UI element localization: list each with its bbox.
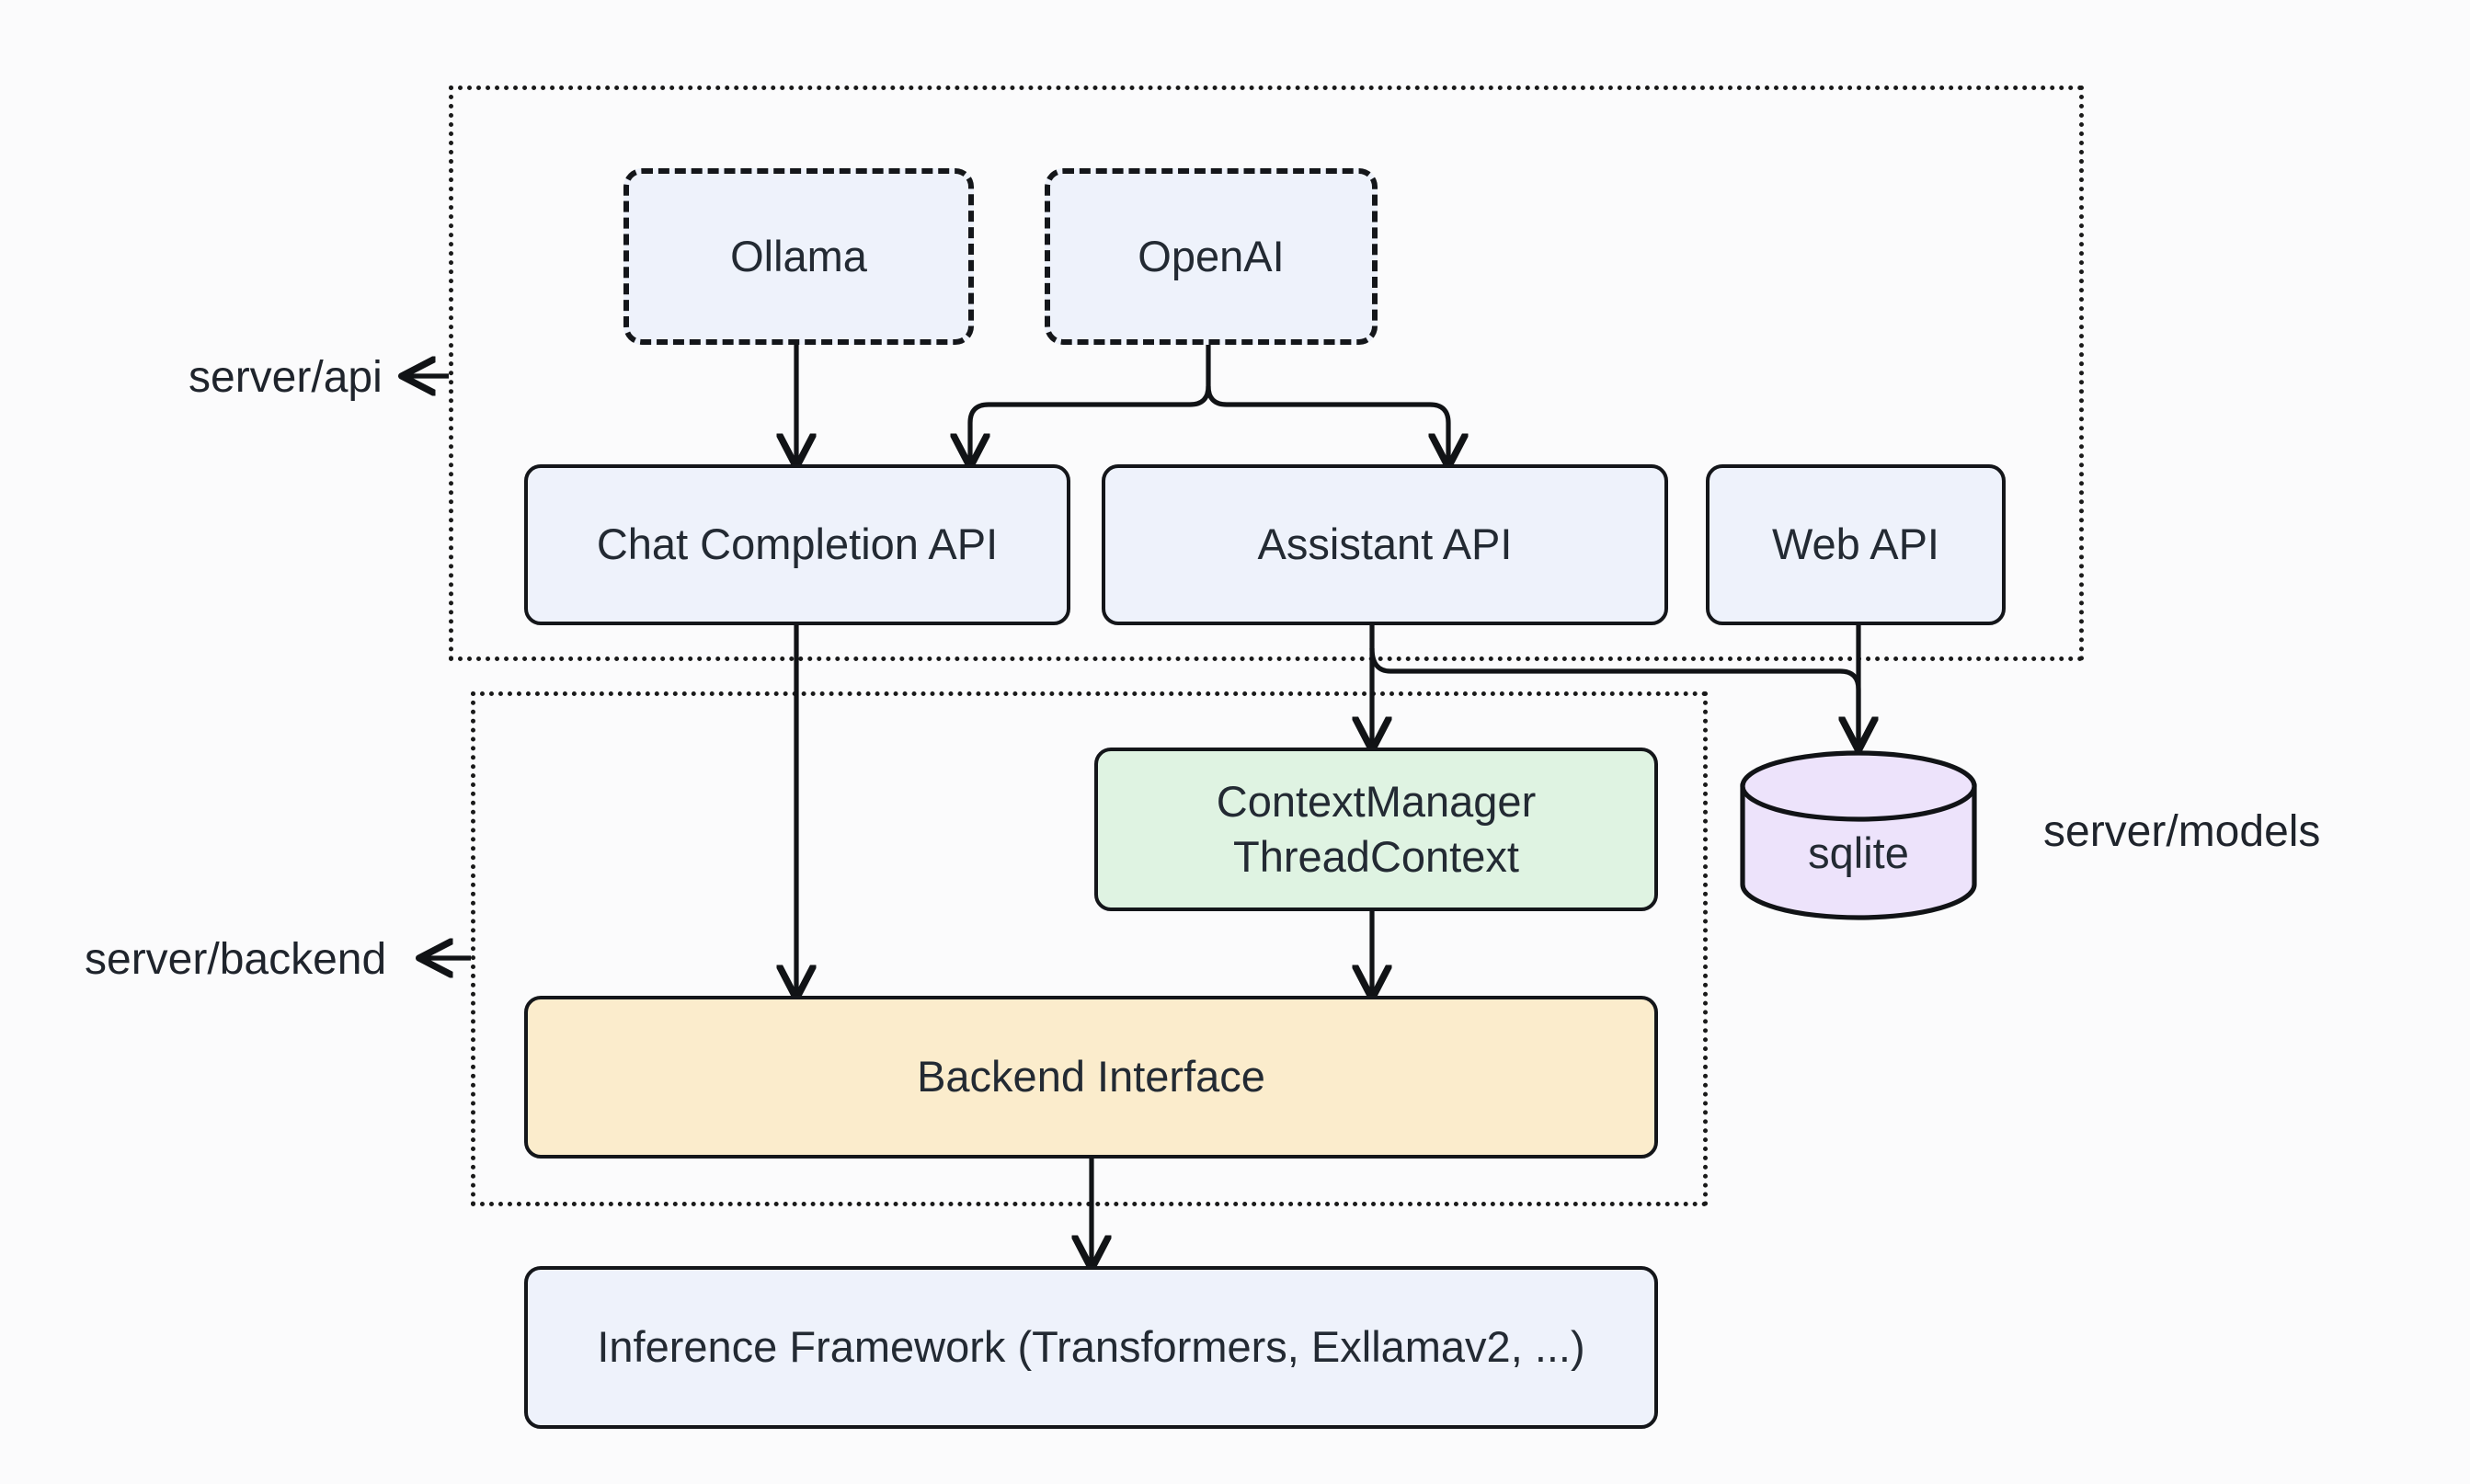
node-context-manager-label: ContextManager ThreadContext: [1216, 776, 1537, 881]
node-openai[interactable]: OpenAI: [1045, 168, 1378, 345]
node-context-manager[interactable]: ContextManager ThreadContext: [1094, 748, 1658, 911]
node-assistant-api-label: Assistant API: [1257, 519, 1513, 569]
node-backend-interface-label: Backend Interface: [917, 1052, 1265, 1102]
node-openai-label: OpenAI: [1138, 231, 1285, 280]
node-backend-interface[interactable]: Backend Interface: [524, 996, 1658, 1159]
group-label-server-models: server/models: [2043, 807, 2321, 856]
node-ollama-label: Ollama: [730, 231, 867, 280]
node-sqlite-label: sqlite: [1808, 828, 1909, 877]
node-chat-completion-api-label: Chat Completion API: [596, 519, 999, 569]
group-label-server-api: server/api: [189, 353, 383, 402]
node-inference-framework-label: Inference Framework (Transformers, Exlla…: [597, 1322, 1585, 1372]
node-assistant-api[interactable]: Assistant API: [1102, 464, 1668, 625]
group-label-server-backend: server/backend: [85, 935, 387, 984]
node-inference-framework[interactable]: Inference Framework (Transformers, Exlla…: [524, 1266, 1658, 1429]
node-web-api[interactable]: Web API: [1706, 464, 2006, 625]
sqlite-cylinder-body: [1740, 783, 1977, 920]
node-chat-completion-api[interactable]: Chat Completion API: [524, 464, 1070, 625]
node-web-api-label: Web API: [1771, 519, 1939, 569]
node-ollama[interactable]: Ollama: [623, 168, 974, 345]
sqlite-cylinder-top: [1740, 750, 1977, 822]
group-server-api: [449, 86, 2084, 661]
